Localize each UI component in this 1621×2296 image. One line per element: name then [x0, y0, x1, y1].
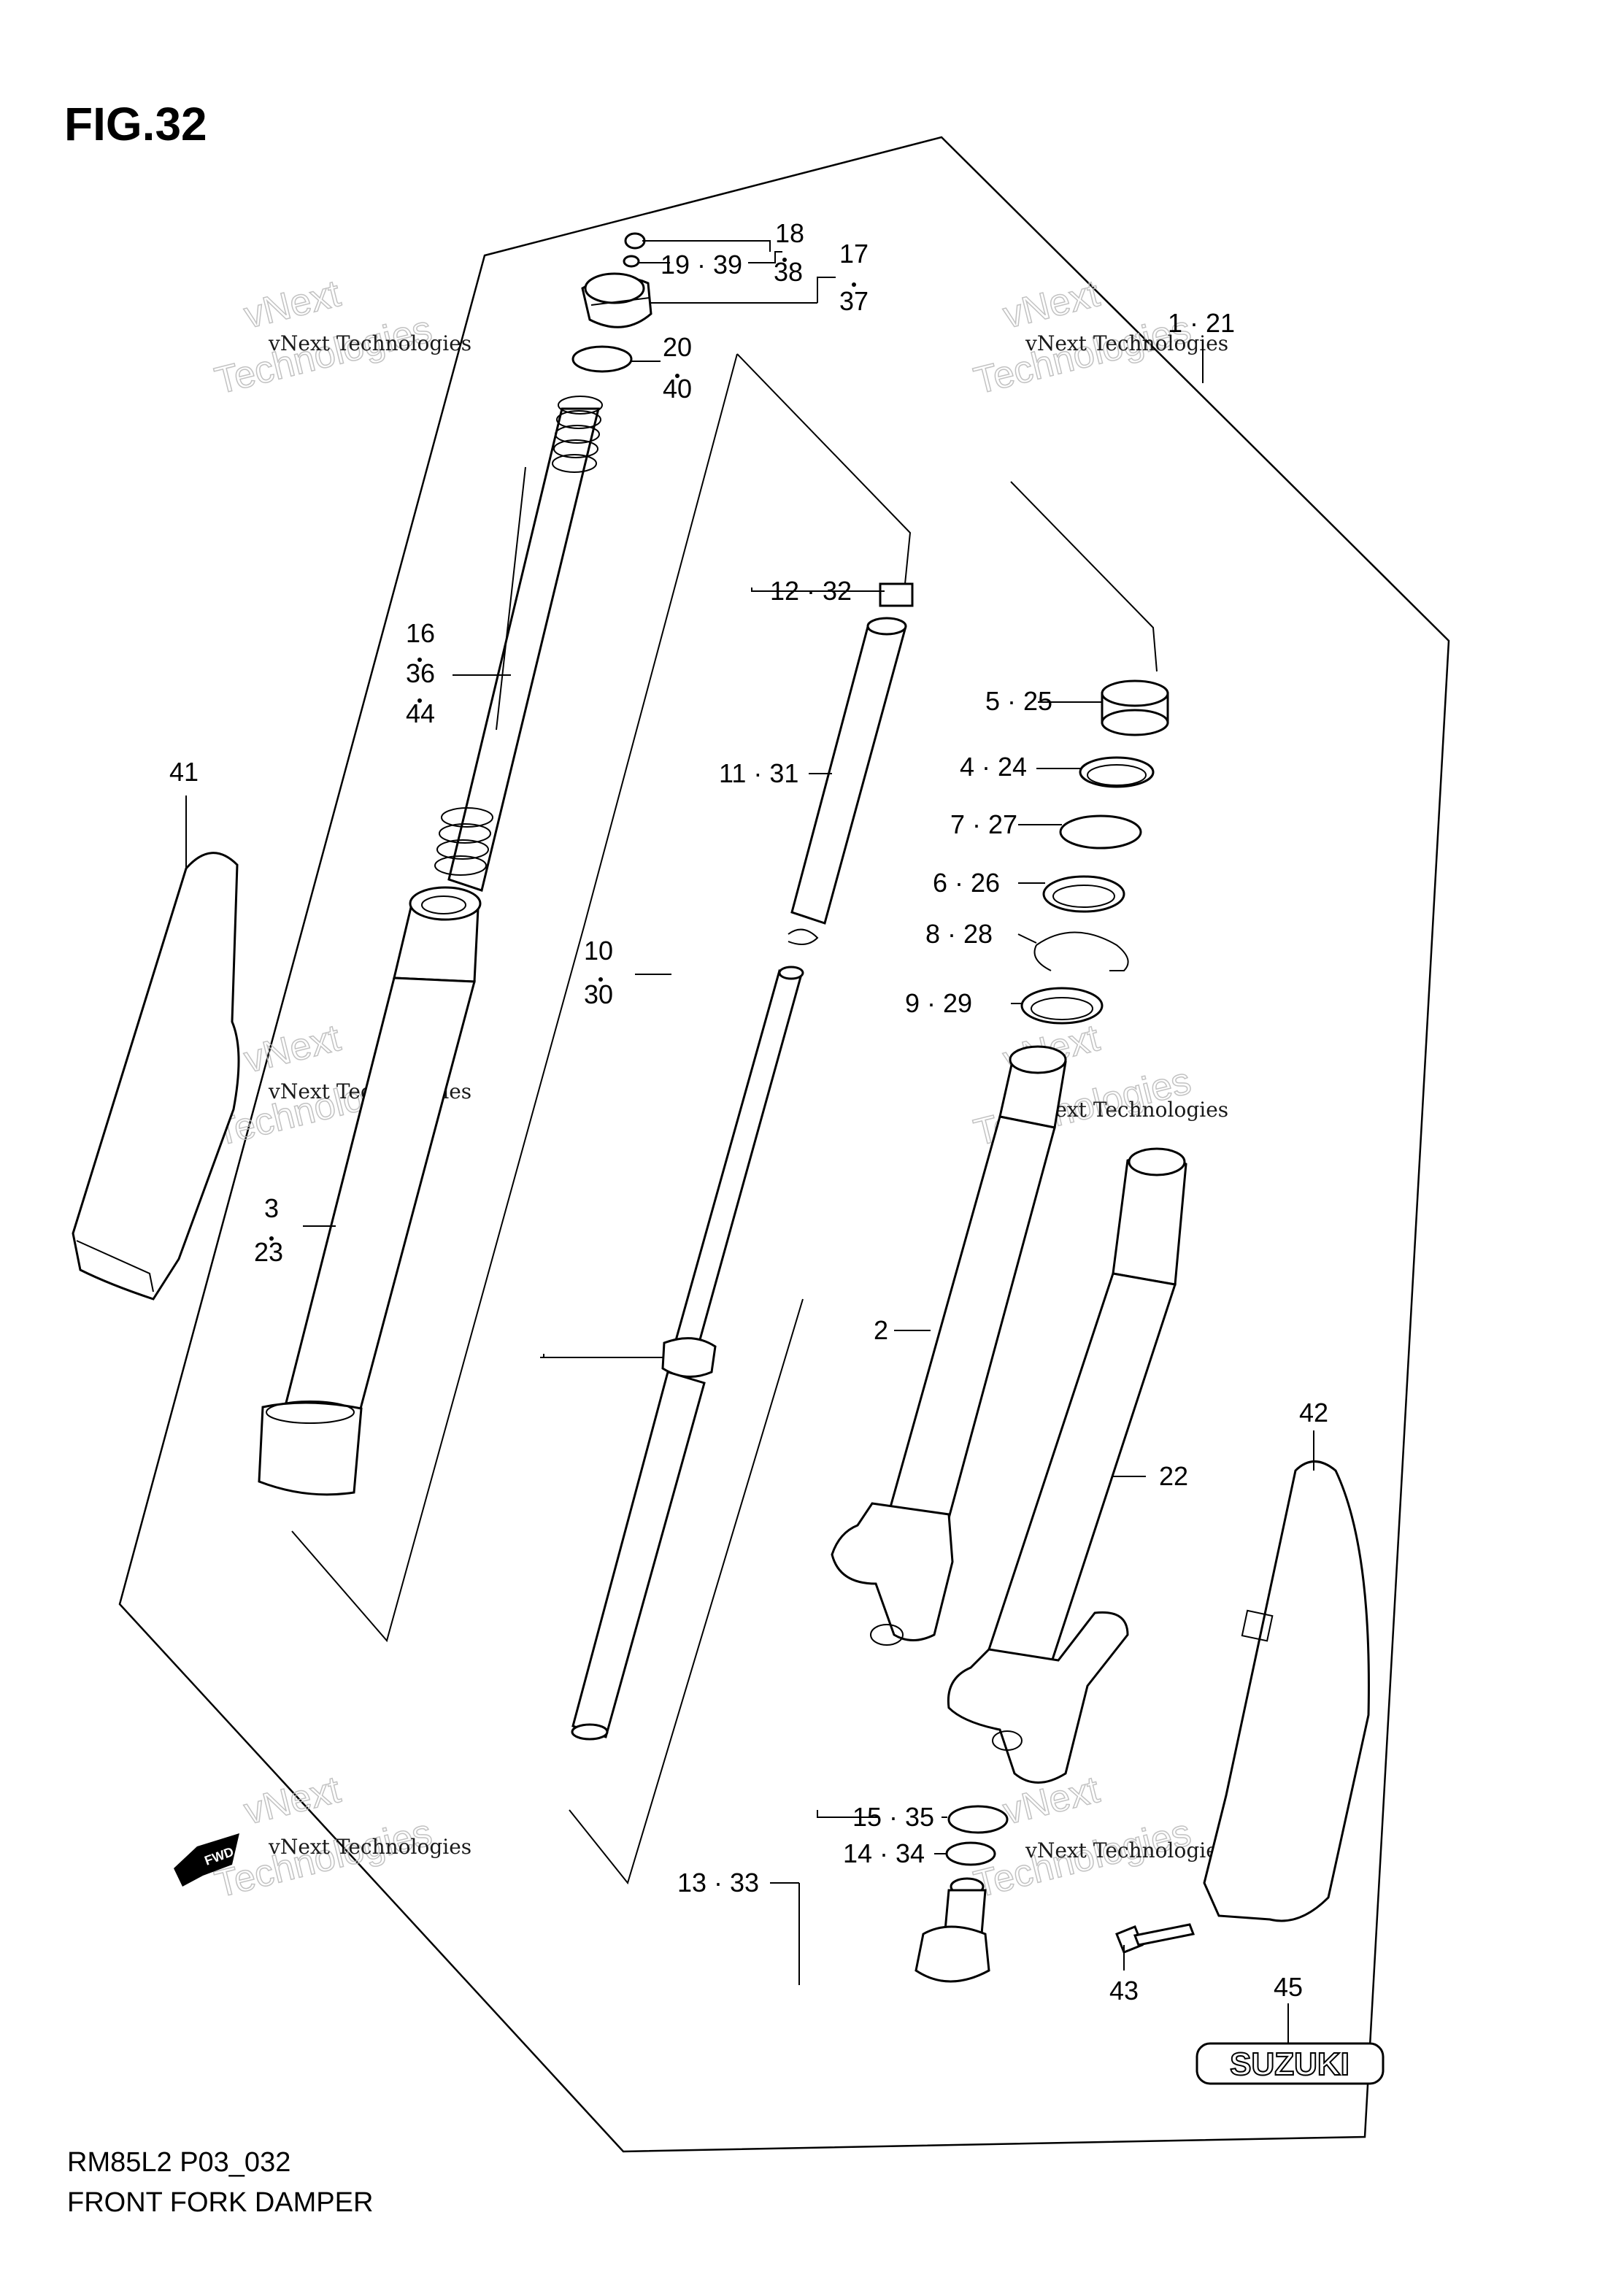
callout-labels: 18 19 · 39 38 17 37 1 · 21 20 40 16 36 4…	[169, 218, 1328, 2006]
callout-8-28: 8 · 28	[925, 919, 993, 949]
callout-38: 38	[774, 257, 803, 287]
callout-22: 22	[1159, 1461, 1188, 1491]
guard-bolt	[1115, 1923, 1195, 1954]
callout-7-27: 7 · 27	[950, 809, 1017, 839]
outer-tube-left	[258, 886, 482, 1496]
callout-23: 23	[254, 1237, 283, 1267]
inner-tube-right	[947, 1147, 1187, 1784]
washer-7-27	[1059, 814, 1142, 850]
dust-seal-9-29	[1020, 987, 1104, 1025]
cap-bolt	[581, 232, 652, 328]
stopper-ring-8-28	[1033, 931, 1129, 971]
suzuki-emblem-text: SUZUKI	[1230, 2046, 1349, 2082]
callout-19-39: 19 · 39	[661, 250, 742, 280]
callout-15-35: 15 · 35	[852, 1802, 934, 1832]
callout-44: 44	[406, 698, 435, 728]
svg-text:vNext Technologies: vNext Technologies	[268, 1835, 471, 1859]
svg-text:vNext: vNext	[999, 272, 1104, 337]
callout-12-32: 12 · 32	[770, 576, 852, 606]
inner-tube-left	[831, 1045, 1067, 1646]
callout-30: 30	[584, 979, 613, 1009]
callout-20: 20	[663, 332, 692, 362]
callout-17: 17	[839, 239, 869, 269]
o-ring	[571, 345, 633, 373]
suzuki-emblem: SUZUKI	[1195, 2042, 1385, 2085]
assembly-frame	[118, 136, 1450, 2153]
callout-45: 45	[1274, 1972, 1303, 2002]
callout-6-26: 6 · 26	[933, 868, 1000, 898]
callout-dots	[269, 258, 856, 1241]
diagram-code: RM85L2 P03_032	[67, 2147, 290, 2178]
base-valve-assembly	[915, 1877, 990, 1983]
svg-text:vNext Technologies: vNext Technologies	[1025, 1838, 1228, 1862]
callout-37: 37	[839, 286, 869, 316]
o-ring-14-34	[945, 1841, 996, 1866]
slide-bushing-4-24	[1079, 756, 1155, 788]
callout-41: 41	[169, 757, 199, 787]
damper-spring-assembly	[434, 396, 603, 892]
callout-13-33: 13 · 33	[677, 1868, 759, 1898]
callout-1-21: 1 · 21	[1168, 308, 1235, 338]
fwd-arrow-icon: FWD	[174, 1833, 239, 1887]
seal-group	[1010, 481, 1158, 672]
svg-text:vNext Technologies: vNext Technologies	[268, 331, 471, 355]
callout-3: 3	[264, 1193, 279, 1223]
svg-text:vNext: vNext	[240, 272, 345, 337]
damper-cartridge	[571, 966, 804, 1741]
damper-group-bottom	[569, 1298, 804, 1885]
leader-lines	[185, 240, 1314, 2043]
figure-title: FIG.32	[64, 98, 207, 150]
callout-11-31: 11 · 31	[719, 758, 798, 788]
fork-guard-right	[1203, 1460, 1370, 1922]
damper-tube	[788, 582, 914, 945]
callout-16: 16	[406, 618, 435, 648]
o-ring-15-35	[947, 1805, 1009, 1834]
oil-seal-6-26	[1042, 875, 1125, 913]
callout-40: 40	[663, 374, 692, 404]
damper-group-top	[736, 353, 912, 585]
callout-10: 10	[584, 936, 613, 966]
left-tube-group	[291, 353, 738, 1643]
callout-9-29: 9 · 29	[905, 988, 972, 1018]
callout-43: 43	[1109, 1976, 1139, 2006]
svg-text:vNext Technologies: vNext Technologies	[1025, 331, 1228, 355]
callout-18: 18	[775, 218, 804, 248]
callout-14-34: 14 · 34	[843, 1838, 925, 1868]
callout-4-24: 4 · 24	[960, 752, 1027, 782]
slide-bushing-5-25	[1101, 679, 1169, 736]
fork-guard-left	[72, 852, 240, 1301]
diagram-caption: FRONT FORK DAMPER	[67, 2187, 373, 2218]
svg-text:vNext: vNext	[240, 1017, 345, 1082]
callout-42: 42	[1299, 1398, 1328, 1428]
callout-36: 36	[406, 658, 435, 688]
svg-text:vNext: vNext	[240, 1768, 345, 1833]
callout-2: 2	[874, 1315, 888, 1345]
callout-5-25: 5 · 25	[985, 686, 1052, 716]
